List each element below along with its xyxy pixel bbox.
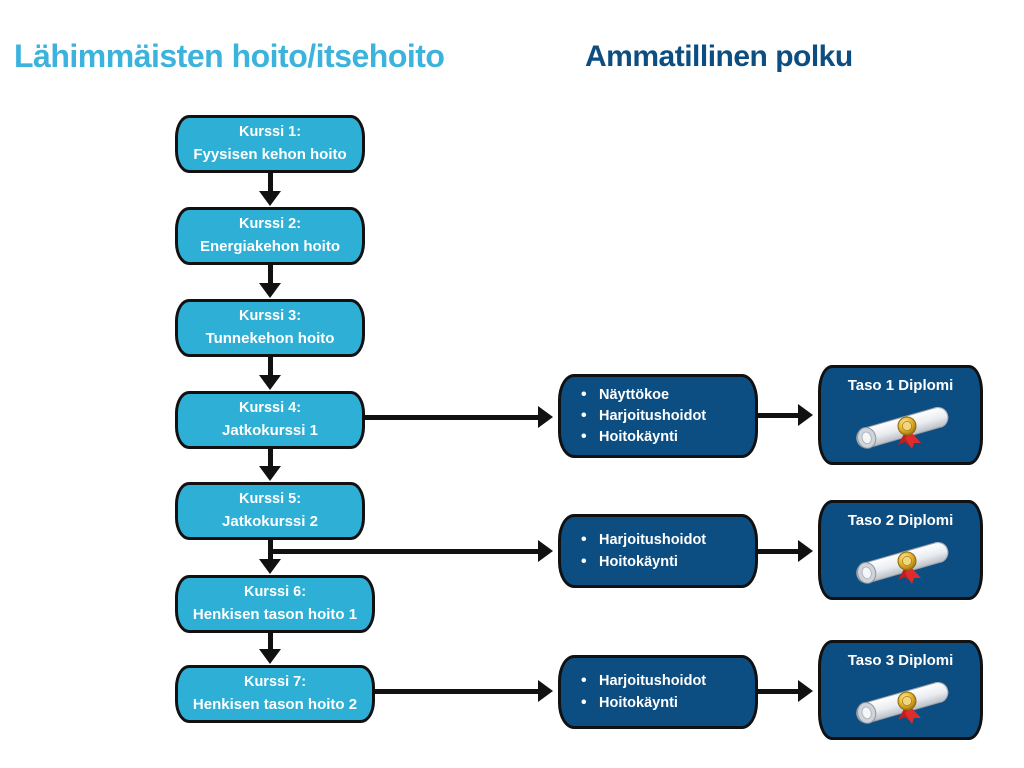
diploma-scroll-icon bbox=[847, 533, 955, 597]
diploma-scroll-icon bbox=[847, 673, 955, 737]
arrow-right-requirements2 bbox=[538, 540, 553, 562]
connector-requirements1-to-diploma1 bbox=[758, 413, 800, 418]
requirements-node-1[interactable]: Näyttökoe Harjoitushoidot Hoitokäynti bbox=[558, 374, 758, 458]
requirements-item: Harjoitushoidot bbox=[581, 406, 706, 426]
requirements-item: Harjoitushoidot bbox=[581, 671, 706, 691]
arrow-down-5-6 bbox=[259, 559, 281, 574]
course-name: Fyysisen kehon hoito bbox=[193, 146, 347, 164]
course-name: Energiakehon hoito bbox=[199, 238, 340, 256]
course-name: Jatkokurssi 2 bbox=[222, 513, 318, 531]
course-node-kurssi-6[interactable]: Kurssi 6: Henkisen tason hoito 1 bbox=[175, 575, 375, 633]
course-node-kurssi-7[interactable]: Kurssi 7: Henkisen tason hoito 2 bbox=[175, 665, 375, 723]
arrow-down-1-2 bbox=[259, 191, 281, 206]
course-name: Tunnekehon hoito bbox=[205, 330, 335, 348]
course-node-kurssi-2[interactable]: Kurssi 2: Energiakehon hoito bbox=[175, 207, 365, 265]
arrow-right-diploma2 bbox=[798, 540, 813, 562]
arrow-down-6-7 bbox=[259, 649, 281, 664]
requirements-list: Harjoitushoidot Hoitokäynti bbox=[581, 669, 706, 714]
arrow-right-requirements3 bbox=[538, 680, 553, 702]
diploma-scroll-icon bbox=[847, 398, 955, 462]
diploma-label: Taso 3 Diplomi bbox=[847, 652, 954, 669]
requirements-list: Harjoitushoidot Hoitokäynti bbox=[581, 528, 706, 573]
diploma-node-1[interactable]: Taso 1 Diplomi bbox=[818, 365, 983, 465]
course-number: Kurssi 2: bbox=[238, 216, 302, 233]
course-number: Kurssi 7: bbox=[243, 674, 307, 691]
requirements-node-2[interactable]: Harjoitushoidot Hoitokäynti bbox=[558, 514, 758, 588]
diploma-node-2[interactable]: Taso 2 Diplomi bbox=[818, 500, 983, 600]
requirements-item: Hoitokäynti bbox=[581, 427, 706, 447]
connector-3-4 bbox=[268, 357, 273, 377]
connector-requirements3-to-diploma3 bbox=[758, 689, 800, 694]
connector-kurssi4-to-requirements1 bbox=[365, 415, 540, 420]
heading-self-care-path: Lähimmäisten hoito/itsehoito bbox=[14, 38, 445, 74]
requirements-list: Näyttökoe Harjoitushoidot Hoitokäynti bbox=[581, 383, 706, 449]
course-name: Jatkokurssi 1 bbox=[222, 422, 318, 440]
course-name: Henkisen tason hoito 1 bbox=[192, 606, 358, 624]
course-node-kurssi-1[interactable]: Kurssi 1: Fyysisen kehon hoito bbox=[175, 115, 365, 173]
requirements-item: Harjoitushoidot bbox=[581, 530, 706, 550]
requirements-item: Hoitokäynti bbox=[581, 551, 706, 571]
connector-2-3 bbox=[268, 265, 273, 285]
connector-6-7 bbox=[268, 633, 273, 651]
requirements-item: Näyttökoe bbox=[581, 385, 706, 405]
connector-1-2 bbox=[268, 173, 273, 193]
arrow-right-diploma1 bbox=[798, 404, 813, 426]
course-number: Kurssi 5: bbox=[238, 491, 302, 508]
connector-4-5 bbox=[268, 449, 273, 468]
diploma-label: Taso 2 Diplomi bbox=[847, 512, 954, 529]
course-number: Kurssi 4: bbox=[238, 400, 302, 417]
requirements-node-3[interactable]: Harjoitushoidot Hoitokäynti bbox=[558, 655, 758, 729]
diploma-node-3[interactable]: Taso 3 Diplomi bbox=[818, 640, 983, 740]
course-number: Kurssi 6: bbox=[243, 584, 307, 601]
course-node-kurssi-4[interactable]: Kurssi 4: Jatkokurssi 1 bbox=[175, 391, 365, 449]
arrow-right-requirements1 bbox=[538, 406, 553, 428]
arrow-down-3-4 bbox=[259, 375, 281, 390]
arrow-right-diploma3 bbox=[798, 680, 813, 702]
course-name: Henkisen tason hoito 2 bbox=[192, 696, 358, 714]
course-node-kurssi-5[interactable]: Kurssi 5: Jatkokurssi 2 bbox=[175, 482, 365, 540]
arrow-down-2-3 bbox=[259, 283, 281, 298]
heading-professional-path: Ammatillinen polku bbox=[585, 40, 853, 73]
diploma-label: Taso 1 Diplomi bbox=[847, 377, 954, 394]
connector-kurssi7-to-requirements3 bbox=[375, 689, 540, 694]
connector-kurssi5-to-requirements2 bbox=[268, 549, 540, 554]
course-node-kurssi-3[interactable]: Kurssi 3: Tunnekehon hoito bbox=[175, 299, 365, 357]
connector-requirements2-to-diploma2 bbox=[758, 549, 800, 554]
requirements-item: Hoitokäynti bbox=[581, 692, 706, 712]
course-number: Kurssi 1: bbox=[238, 124, 302, 141]
arrow-down-4-5 bbox=[259, 466, 281, 481]
course-number: Kurssi 3: bbox=[238, 308, 302, 325]
